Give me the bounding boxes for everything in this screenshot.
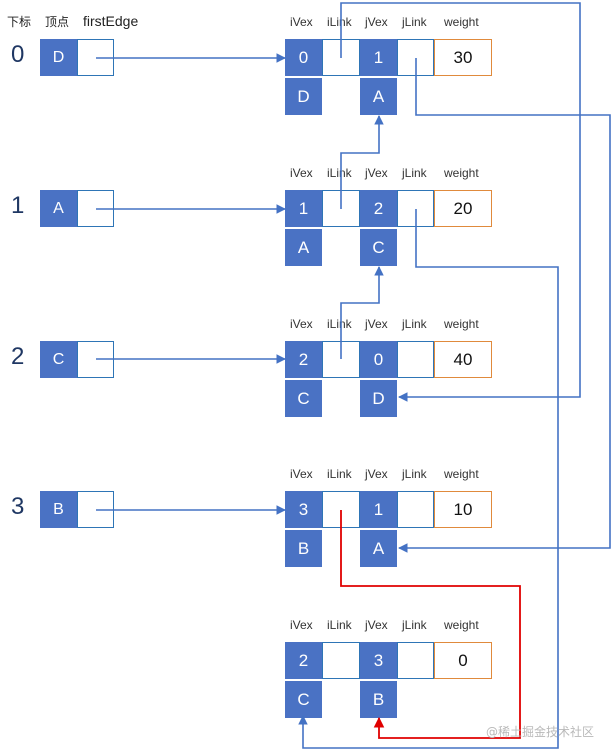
edge-1-weight: 20 [434, 190, 492, 227]
edge-4-col-jVex: jVex [365, 618, 388, 632]
edge-0-jvex: 1 [360, 39, 397, 76]
edge-1-col-jLink: jLink [402, 166, 427, 180]
header-vertex: 顶点 [45, 15, 70, 29]
edge-1-ivex: 1 [285, 190, 322, 227]
edge-4-col-weight: weight [444, 618, 479, 632]
link-edge0-jlink [398, 58, 611, 553]
edge-2-ivex-name: C [285, 380, 322, 417]
edge-0-col-jVex: jVex [365, 15, 388, 29]
edge-0-col-iLink: iLink [327, 15, 352, 29]
edge-3-jlink [397, 491, 434, 528]
edge-4-ivex-name: C [285, 681, 322, 718]
edge-0-col-iVex: iVex [290, 15, 313, 29]
edge-4-col-jLink: jLink [402, 618, 427, 632]
edge-4-col-iVex: iVex [290, 618, 313, 632]
edge-2-col-iVex: iVex [290, 317, 313, 331]
header-index: 下标 [7, 15, 32, 29]
edge-1-col-iLink: iLink [327, 166, 352, 180]
link-edge3-ilink-highlight [340, 510, 521, 739]
edge-0-weight: 30 [434, 39, 492, 76]
edge-3-col-jVex: jVex [365, 467, 388, 481]
edge-1-col-jVex: jVex [365, 166, 388, 180]
vertex-index-0: 0 [11, 41, 25, 68]
edge-2-col-weight: weight [444, 317, 479, 331]
edge-3-col-iLink: iLink [327, 467, 352, 481]
vertex-index-2: 2 [11, 343, 25, 370]
edge-1-col-iVex: iVex [290, 166, 313, 180]
edge-4-ilink [322, 642, 360, 679]
link-edge2-ilink [340, 266, 384, 359]
edge-1-jvex-name: C [360, 229, 397, 266]
edge-1-jvex: 2 [360, 190, 397, 227]
link-edge0-ilink [340, 2, 581, 402]
edge-4-col-iLink: iLink [327, 618, 352, 632]
edge-2-col-jLink: jLink [402, 317, 427, 331]
edge-0-col-weight: weight [444, 15, 479, 29]
edge-1-ivex-name: A [285, 229, 322, 266]
vertex-name-1: A [40, 190, 77, 227]
edge-2-jvex: 0 [360, 341, 397, 378]
vertex-name-0: D [40, 39, 77, 76]
vertex-name-3: B [40, 491, 77, 528]
edge-4-jvex: 3 [360, 642, 397, 679]
edge-2-col-jVex: jVex [365, 317, 388, 331]
edge-0-jvex-name: A [360, 78, 397, 115]
vertex-name-2: C [40, 341, 77, 378]
edge-3-ivex-name: B [285, 530, 322, 567]
edge-3-weight: 10 [434, 491, 492, 528]
header-first-edge: firstEdge [83, 13, 139, 29]
edge-4-jlink [397, 642, 434, 679]
edge-2-ivex: 2 [285, 341, 322, 378]
link-edge1-jlink [298, 209, 559, 749]
edge-2-jlink [397, 341, 434, 378]
link-edge1-ilink [340, 115, 384, 209]
edge-4-weight: 0 [434, 642, 492, 679]
edge-2-weight: 40 [434, 341, 492, 378]
edge-4-ivex: 2 [285, 642, 322, 679]
edge-4-jvex-name: B [360, 681, 397, 718]
vertex-index-3: 3 [11, 493, 25, 520]
edge-0-ivex-name: D [285, 78, 322, 115]
edge-3-col-weight: weight [444, 467, 479, 481]
edge-3-ivex: 3 [285, 491, 322, 528]
watermark: @稀土掘金技术社区 [485, 725, 594, 739]
vertex-index-1: 1 [11, 192, 25, 219]
edge-3-jvex: 1 [360, 491, 397, 528]
edge-0-col-jLink: jLink [402, 15, 427, 29]
edge-0-ivex: 0 [285, 39, 322, 76]
edge-1-col-weight: weight [444, 166, 479, 180]
vertex-first-edge-3 [77, 491, 114, 528]
edge-2-jvex-name: D [360, 380, 397, 417]
edge-3-col-jLink: jLink [402, 467, 427, 481]
edge-2-col-iLink: iLink [327, 317, 352, 331]
edge-3-col-iVex: iVex [290, 467, 313, 481]
edge-3-jvex-name: A [360, 530, 397, 567]
